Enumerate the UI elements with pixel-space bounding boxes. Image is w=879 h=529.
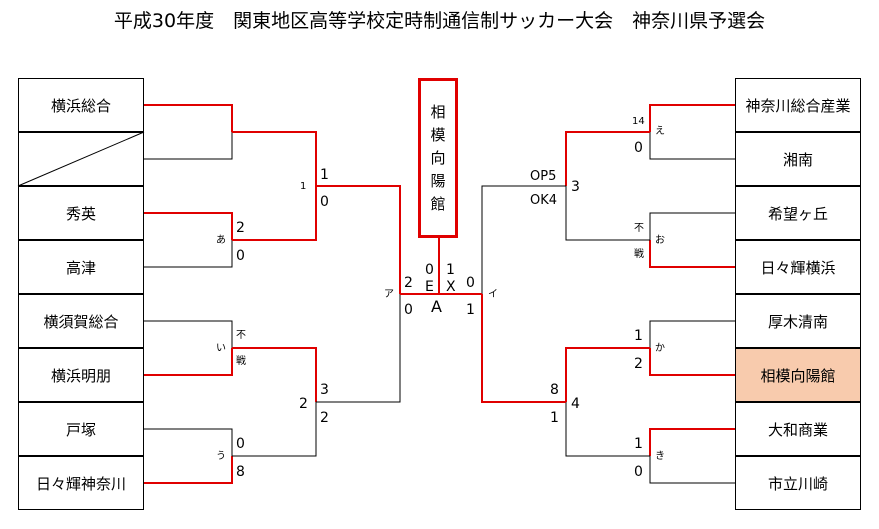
champion-char: 相 [430, 102, 446, 121]
match-ka-name: か [655, 343, 665, 354]
match-ki-top: 1 [634, 436, 643, 452]
team-right-7: 大和商業 [735, 402, 861, 456]
line-hibiki-yokohama [649, 240, 735, 268]
team-left-7: 戸塚 [18, 402, 144, 456]
match-3-name: 3 [571, 179, 580, 195]
line-sagami [649, 348, 735, 376]
match-a-bot: 0 [236, 248, 245, 264]
line-r-r2-top2 [565, 347, 650, 402]
match-u-name: う [216, 451, 226, 462]
match-ka-top: 1 [634, 328, 643, 344]
match-ki-name: き [655, 451, 665, 462]
empty-slot-diagonal [17, 131, 145, 187]
line-r-semi-top [481, 185, 566, 294]
line-kibogaoka [649, 212, 735, 240]
match-o-name: お [655, 235, 665, 246]
team-right-5: 厚木清南 [735, 294, 861, 348]
team-left-3: 秀英 [18, 186, 144, 240]
match-2-bot: 2 [320, 410, 329, 426]
match-1-top: 1 [320, 167, 329, 183]
semi-a-name: ア [384, 289, 394, 300]
semi-i-name: イ [488, 289, 498, 300]
semi-a-bot: 0 [404, 302, 413, 318]
team-left-1: 横浜総合 [18, 78, 144, 132]
match-e-bot: 0 [634, 140, 643, 156]
line-l-semi-top [316, 185, 401, 294]
match-u-bot: 8 [236, 464, 245, 480]
line-hibiki-kanagawa [144, 456, 233, 484]
match-a-name: あ [216, 235, 226, 246]
semi-i-top: 0 [466, 275, 475, 291]
team-left-6: 横浜明朋 [18, 348, 144, 402]
match-i-bot: 戦 [236, 356, 246, 367]
line-r-r2-bot [565, 186, 650, 241]
champion-char: 模 [430, 125, 446, 144]
line-totsuka [144, 428, 233, 456]
match-4-name: 4 [571, 396, 580, 412]
final-a-label: A [431, 297, 442, 316]
champion-char: 陽 [430, 171, 446, 190]
team-left-4: 高津 [18, 240, 144, 294]
final-x-label: X [446, 279, 456, 295]
line-yokohama-meiho [144, 348, 233, 376]
line-r-semi-bot [481, 294, 566, 403]
line-yamato [649, 428, 735, 456]
champion-box: 相 模 向 陽 館 [418, 78, 458, 238]
line-yokohama-sogo [144, 104, 233, 132]
match-2-name: 2 [299, 396, 308, 412]
line-bye-slot [144, 132, 233, 160]
line-kawasaki [649, 456, 735, 484]
team-right-1: 神奈川総合産業 [735, 78, 861, 132]
final-score-right: 1 [446, 262, 455, 278]
line-takatsu [144, 240, 233, 268]
match-e-top: 14 [632, 116, 645, 127]
match-e-name: え [655, 126, 665, 137]
match-4-bot: 1 [550, 410, 559, 426]
line-r-r2-top [565, 131, 650, 186]
match-ka-bot: 2 [634, 356, 643, 372]
match-1-name: 1 [300, 181, 307, 192]
match-4-top: 8 [550, 382, 559, 398]
team-left-8: 日々輝神奈川 [18, 456, 144, 510]
match-u-top: 0 [236, 436, 245, 452]
line-kanagawa-sogo [649, 104, 735, 132]
match-o-top: 不 [634, 223, 644, 234]
team-right-3: 希望ヶ丘 [735, 186, 861, 240]
line-shonan [649, 132, 735, 160]
line-l-r2-bot2 [232, 402, 317, 457]
line-atsugi [649, 320, 735, 348]
match-1-bot: 0 [320, 194, 329, 210]
team-left-5: 横須賀総合 [18, 294, 144, 348]
team-right-2: 湘南 [735, 132, 861, 186]
match-3-op: OP5 [530, 169, 557, 184]
semi-a-top: 2 [404, 275, 413, 291]
champion-char: 館 [430, 194, 446, 213]
final-score-left: 0 [425, 262, 434, 278]
match-o-bot: 戦 [634, 249, 644, 260]
line-r-r2-bot2 [565, 402, 650, 457]
match-2-top: 3 [320, 382, 329, 398]
team-left-empty [18, 132, 144, 186]
match-3-ok: OK4 [530, 193, 558, 208]
team-right-6-highlight: 相模向陽館 [735, 348, 861, 402]
line-shuei [144, 212, 233, 240]
line-l-r2-bot [232, 186, 317, 241]
line-l-r2-top [232, 131, 317, 186]
team-right-8: 市立川崎 [735, 456, 861, 510]
match-ki-bot: 0 [634, 464, 643, 480]
semi-i-bot: 1 [466, 302, 475, 318]
page-title: 平成30年度 関東地区高等学校定時制通信制サッカー大会 神奈川県予選会 [113, 10, 766, 32]
line-l-semi-bot [316, 294, 401, 403]
final-e-label: E [425, 279, 434, 295]
match-i-top: 不 [236, 330, 246, 341]
line-l-r2-top2 [232, 347, 317, 402]
team-right-4: 日々輝横浜 [735, 240, 861, 294]
match-a-top: 2 [236, 220, 245, 236]
champion-char: 向 [430, 148, 446, 167]
match-i-name: い [216, 343, 226, 354]
line-yokosuka [144, 320, 233, 348]
